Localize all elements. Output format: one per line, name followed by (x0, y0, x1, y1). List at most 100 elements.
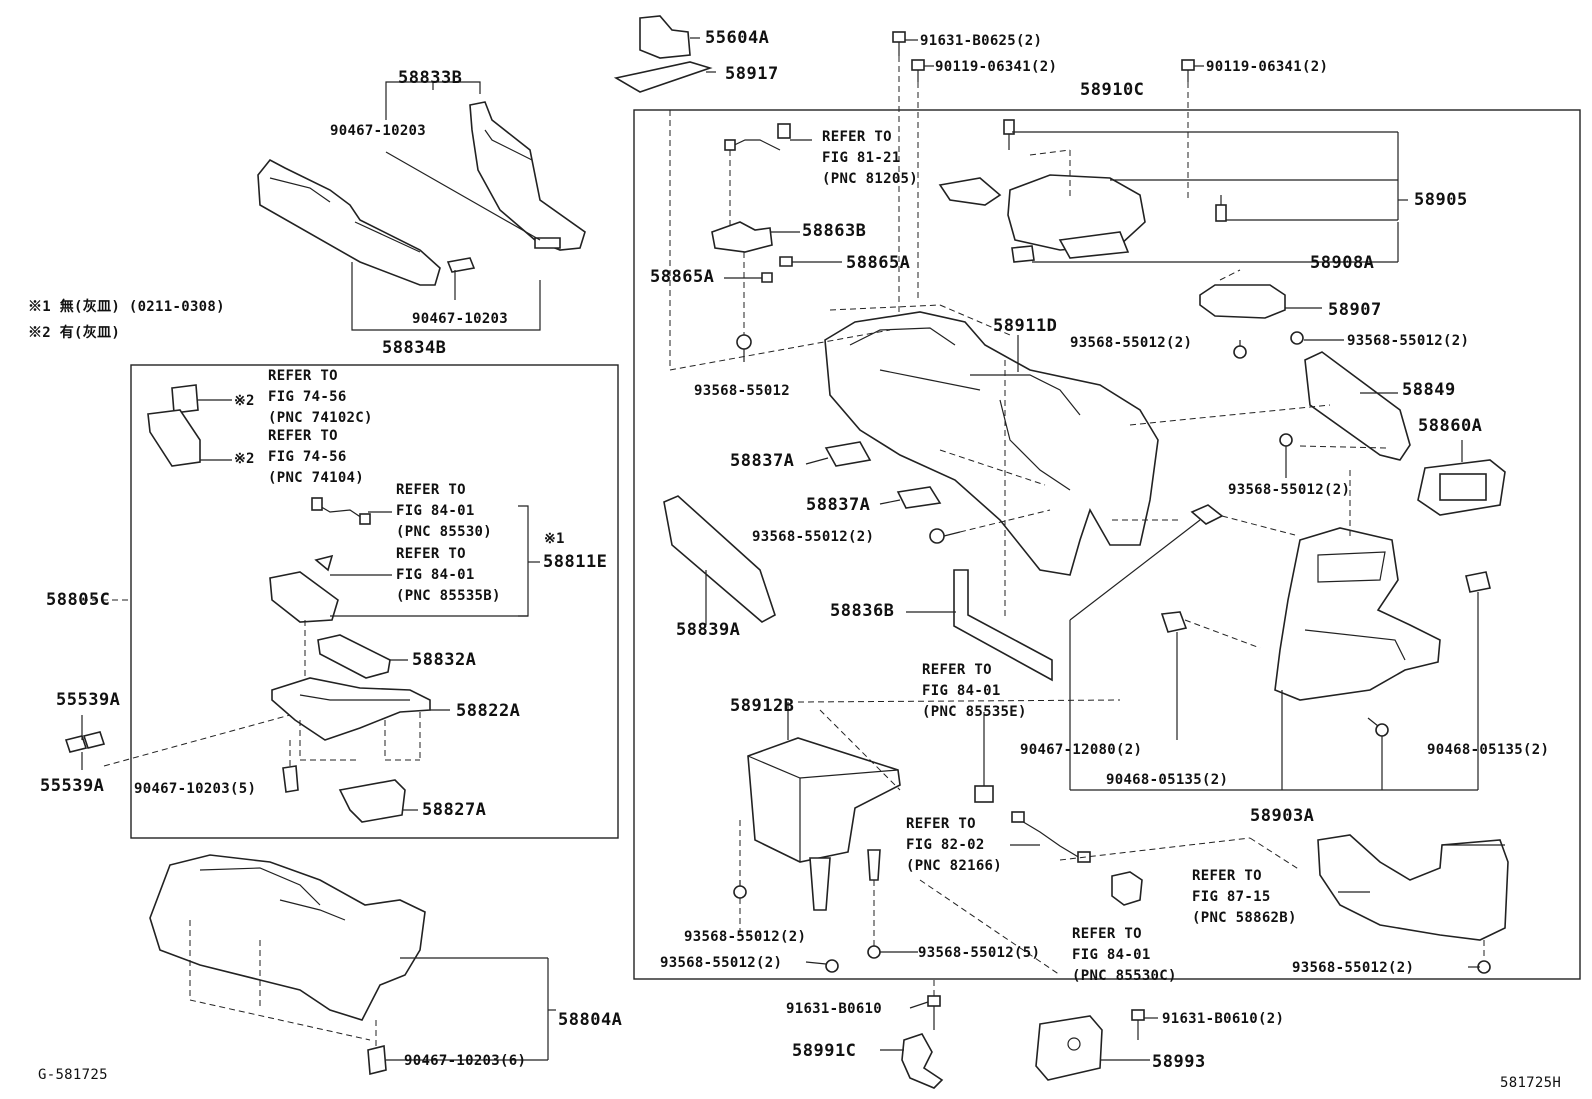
note-1: ※1 無(灰皿) (0211-0308) (28, 299, 225, 315)
part-58837A-a (824, 441, 872, 467)
label-93568-right2: 93568-55012(2) (1347, 333, 1470, 349)
note2-mark-b: ※2 (234, 451, 255, 467)
part-58833B-panel (469, 101, 586, 251)
label-58827A: 58827A (422, 800, 487, 820)
label-58907: 58907 (1328, 300, 1382, 320)
label-58804A: 58804A (558, 1010, 623, 1030)
refer-fig-74-56-b: REFER TO FIG 74-56 (PNC 74104) (268, 428, 365, 486)
figure-code-left: G-581725 (38, 1067, 108, 1083)
assembly-frame-58805C (130, 364, 619, 839)
label-58836B: 58836B (830, 601, 895, 621)
label-58805C: 58805C (46, 590, 111, 610)
refer-fig-84-01-b: REFER TO FIG 84-01 (PNC 85535B) (396, 546, 501, 604)
part-ashtray-74102C (171, 384, 199, 414)
label-91631-B0625: 91631-B0625(2) (920, 33, 1043, 49)
bolt-93568-r3 (1279, 433, 1293, 478)
bolt-93568-left (736, 334, 752, 362)
clip-90467-10203-6 (367, 1044, 387, 1076)
part-lamp-85530 (311, 497, 371, 525)
part-58860A-vent (1417, 459, 1506, 516)
part-duct-58862B (1317, 834, 1509, 941)
part-58834B-panel (257, 158, 476, 286)
label-58993: 58993 (1152, 1052, 1206, 1072)
label-90119-06341-b: 90119-06341(2) (1206, 59, 1329, 75)
cable-81205 (724, 123, 791, 151)
part-switch-85535E (974, 785, 994, 803)
part-58822A (271, 677, 431, 741)
bolt-91631-B0625 (892, 31, 906, 56)
part-58832A (317, 634, 391, 679)
part-58905-lid (938, 119, 1227, 263)
label-58991C: 58991C (792, 1041, 857, 1061)
label-90467-10203-5: 90467-10203(5) (134, 781, 257, 797)
clip-top-58903A (1190, 504, 1224, 525)
label-58903A: 58903A (1250, 806, 1315, 826)
part-55604A (639, 15, 691, 59)
refer-fig-87-15: REFER TO FIG 87-15 (PNC 58862B) (1192, 868, 1297, 926)
label-90468-b: 90468-05135(2) (1427, 742, 1550, 758)
label-93568-b5: 93568-55012(5) (918, 945, 1041, 961)
part-tray-85535B (269, 571, 339, 623)
label-58905: 58905 (1414, 190, 1468, 210)
label-91631-B0610: 91631-B0610 (786, 1001, 883, 1017)
clip-90467-10203-5 (282, 765, 299, 793)
bolt-90119-06341-b (1181, 59, 1195, 82)
label-58837A-a: 58837A (730, 451, 795, 471)
clip-55539A (64, 731, 106, 753)
label-90467-12080: 90467-12080(2) (1020, 742, 1143, 758)
label-55539A-b: 55539A (40, 776, 105, 796)
label-58863B: 58863B (802, 221, 867, 241)
label-58917: 58917 (725, 64, 779, 84)
clip-90467-12080 (1160, 611, 1188, 633)
label-58908A: 58908A (1310, 253, 1375, 273)
part-58993 (1035, 1015, 1103, 1081)
label-55539A-a: 55539A (56, 690, 121, 710)
refer-fig-74-56-a: REFER TO FIG 74-56 (PNC 74102C) (268, 368, 373, 426)
figure-code-right: 581725H (1500, 1075, 1562, 1091)
part-58903A-bezel (1274, 527, 1441, 701)
part-harness-82166 (1011, 811, 1091, 863)
refer-fig-82-02: REFER TO FIG 82-02 (PNC 82166) (906, 816, 1003, 874)
label-58839A: 58839A (676, 620, 741, 640)
part-58907 (1199, 284, 1286, 319)
note-2: ※2 有(灰皿) (28, 325, 121, 341)
part-58839A (663, 495, 776, 623)
label-93568-b2: 93568-55012(2) (660, 955, 783, 971)
bolt-90468-b (1367, 717, 1389, 737)
label-90119-06341-a: 90119-06341(2) (935, 59, 1058, 75)
label-58865A-b: 58865A (846, 253, 911, 273)
bolt-93568-b5 (867, 945, 881, 959)
label-93568-b-r: 93568-55012(2) (1292, 960, 1415, 976)
label-58833B: 58833B (398, 68, 463, 88)
label-58811E: 58811E (543, 552, 608, 572)
part-58837A-b (896, 486, 942, 509)
label-58860A: 58860A (1418, 416, 1483, 436)
part-plug-85530C (1111, 871, 1143, 906)
label-58822A: 58822A (456, 701, 521, 721)
bolt-93568-c (929, 528, 961, 544)
note1-mark: ※1 (544, 531, 565, 547)
label-58911D: 58911D (993, 316, 1058, 336)
label-90467-10203-b: 90467-10203 (412, 311, 509, 327)
part-58911D-console (824, 311, 1159, 576)
label-58837A-b: 58837A (806, 495, 871, 515)
label-58849: 58849 (1402, 380, 1456, 400)
label-93568-mid2: 93568-55012(2) (1070, 335, 1193, 351)
part-ashtray-74104 (147, 409, 201, 467)
label-58910C: 58910C (1080, 80, 1145, 100)
label-93568-r3: 93568-55012(2) (1228, 482, 1351, 498)
bolt-93568-right2 (1290, 331, 1304, 345)
label-90467-10203-6: 90467-10203(6) (404, 1053, 527, 1069)
refer-fig-84-01-a: REFER TO FIG 84-01 (PNC 85530) (396, 482, 493, 540)
bolt-91631-B0610 (927, 995, 941, 1030)
refer-fig-84-01-e: REFER TO FIG 84-01 (PNC 85535E) (922, 662, 1027, 720)
bolt-93568-b2 (825, 959, 839, 973)
label-93568-left: 93568-55012 (694, 383, 791, 399)
label-90468-a: 90468-05135(2) (1106, 772, 1229, 788)
refer-fig-81-21: REFER TO FIG 81-21 (PNC 81205) (822, 129, 919, 187)
note2-mark-a: ※2 (234, 393, 255, 409)
part-58912B-box (747, 737, 901, 911)
bolt-91631-B0610-2 (1131, 1009, 1145, 1040)
